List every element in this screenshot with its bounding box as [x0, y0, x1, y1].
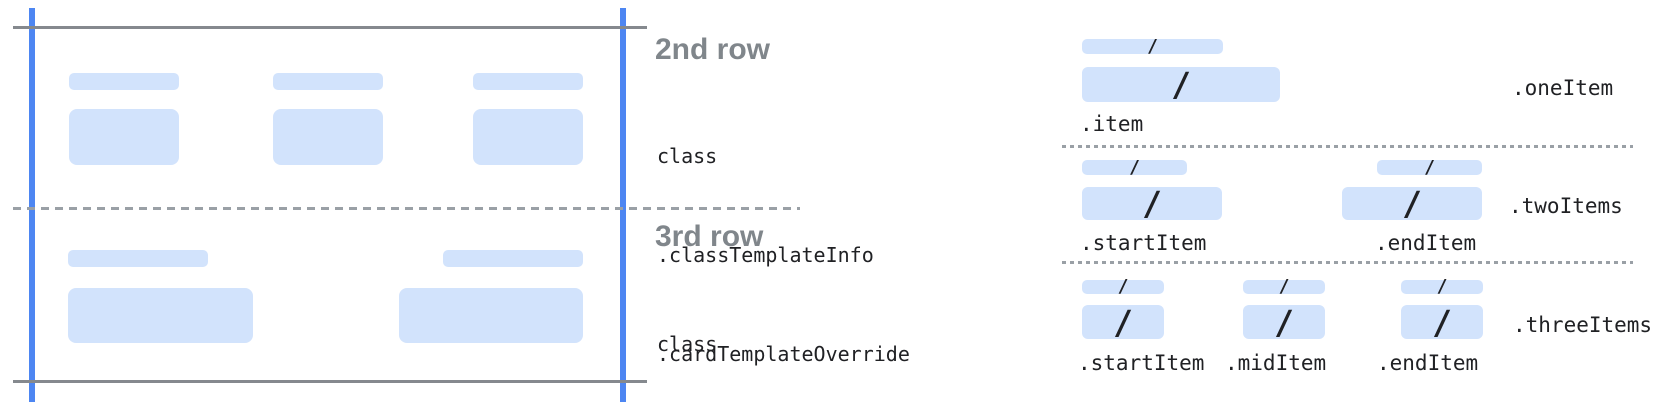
slash-glyph: /: [1142, 184, 1162, 223]
three-items-start-field-name: .startItem: [1078, 351, 1205, 375]
crop-guide-line-right: [620, 8, 626, 402]
three-items-end-field-name: .endItem: [1377, 351, 1479, 375]
row3-code-block: class .classTemplateInfo .cardTemplateOv…: [657, 262, 946, 412]
slash-glyph: /: [1432, 302, 1452, 342]
three-items-start-label-bar: /: [1082, 276, 1164, 297]
three-items-start-value-bar: /: [1082, 305, 1164, 339]
row2-col2-value-placeholder: [273, 109, 383, 165]
three-items-mid-field-name: .midItem: [1225, 351, 1327, 375]
three-items-mid-label-bar: /: [1243, 276, 1325, 297]
row2-col1-value-placeholder: [69, 109, 179, 165]
three-items-end-value-bar: /: [1401, 305, 1483, 339]
row3-end-value-placeholder: [399, 288, 583, 343]
two-items-end-field-name: .endItem: [1375, 231, 1477, 255]
code-line: .cardTemplateOverride: [657, 342, 910, 366]
slash-glyph: /: [1274, 302, 1294, 342]
row3-heading: 3rd row: [655, 220, 764, 253]
row2-heading: 2nd row: [655, 33, 771, 66]
two-items-start-value-bar: /: [1082, 187, 1222, 220]
variant-divider-dotted-line: [1062, 261, 1633, 264]
row2-col3-value-placeholder: [473, 109, 583, 165]
row-divider-dashed-line: [13, 207, 800, 210]
code-line: class: [657, 332, 718, 356]
slash-glyph: /: [1171, 65, 1191, 104]
one-item-field-name: .item: [1080, 112, 1144, 136]
row2-col2-label-placeholder: [273, 73, 383, 90]
slash-glyph: /: [1436, 276, 1448, 297]
card-top-edge-line: [13, 26, 647, 29]
code-line: .classTemplateInfo: [657, 243, 874, 267]
two-items-row-name: .twoItems: [1509, 194, 1623, 218]
two-items-end-label-bar: /: [1377, 156, 1482, 178]
slash-glyph: /: [1278, 276, 1290, 297]
three-items-mid-value-bar: /: [1243, 305, 1325, 339]
two-items-end-value-bar: /: [1342, 187, 1482, 220]
three-items-row-name: .threeItems: [1513, 313, 1653, 337]
slash-glyph: /: [1113, 302, 1133, 342]
row2-col1-label-placeholder: [69, 73, 179, 90]
one-item-label-bar: /: [1082, 35, 1223, 57]
row2-code-block: class .classTemplateInfo .cardTemplateOv…: [657, 74, 946, 412]
code-line: class: [657, 144, 718, 168]
card-bottom-edge-line: [13, 380, 647, 383]
slash-glyph: /: [1402, 184, 1422, 223]
row3-start-value-placeholder: [68, 288, 253, 343]
row2-col3-label-placeholder: [473, 73, 583, 90]
slash-glyph: /: [1424, 156, 1435, 178]
three-items-end-label-bar: /: [1401, 276, 1483, 297]
crop-guide-line-left: [29, 8, 35, 402]
row3-start-label-placeholder: [68, 250, 208, 267]
variant-divider-dotted-line: [1062, 145, 1633, 148]
row3-end-label-placeholder: [443, 250, 583, 267]
two-items-start-label-bar: /: [1082, 156, 1187, 178]
slash-glyph: /: [1117, 276, 1129, 297]
one-item-row-name: .oneItem: [1512, 76, 1614, 100]
slash-glyph: /: [1129, 156, 1140, 178]
slash-glyph: /: [1147, 35, 1158, 57]
two-items-start-field-name: .startItem: [1080, 231, 1207, 255]
one-item-value-bar: /: [1082, 67, 1280, 102]
